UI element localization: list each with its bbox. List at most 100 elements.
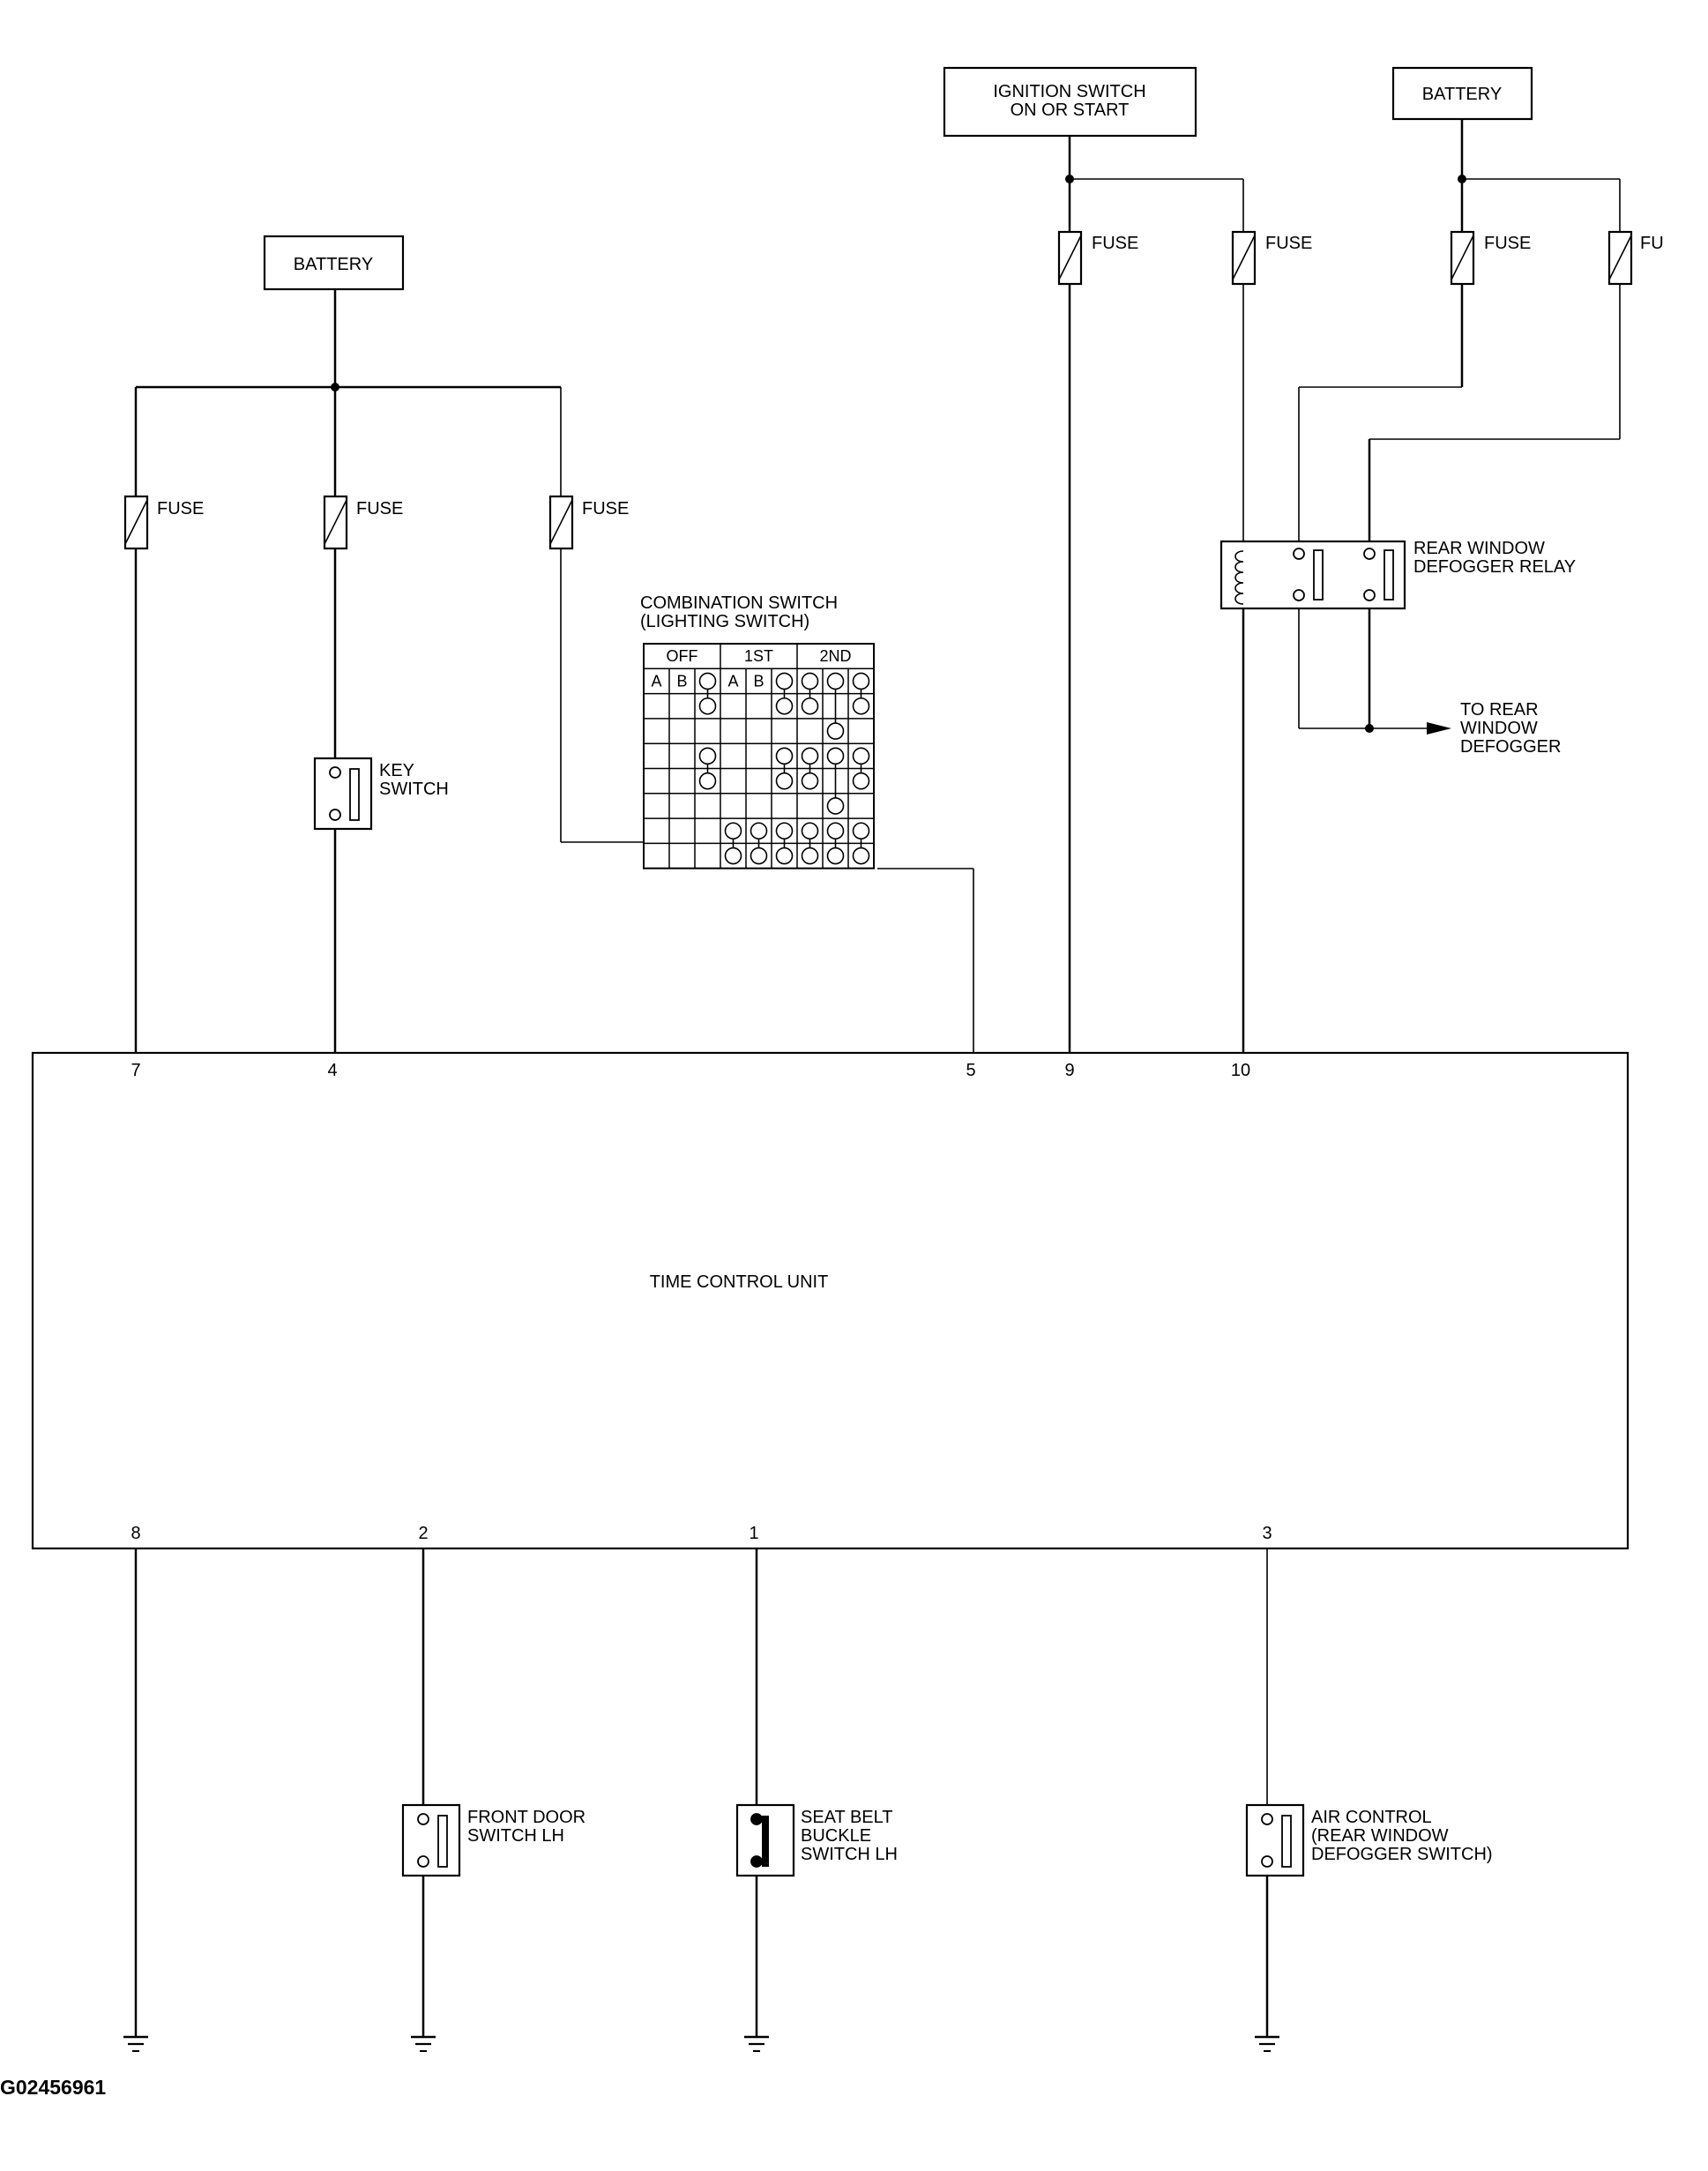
right-battery-wiring xyxy=(1298,119,1621,735)
fuse-pin10: FUSE xyxy=(1231,230,1312,286)
fuse-label: FUSE xyxy=(582,499,629,519)
arrow-icon xyxy=(1427,722,1451,735)
front-door-switch-lh: FRONT DOOR SWITCH LH xyxy=(401,1803,585,1877)
fuse-label: FUSE xyxy=(356,499,403,519)
ground-icon xyxy=(123,2035,148,2052)
contact-circle xyxy=(801,772,819,790)
contact-circle xyxy=(698,772,717,790)
fuse-pin7: FUSE xyxy=(123,495,204,550)
ignition-switch-source: IGNITION SWITCH ON OR START xyxy=(943,66,1197,138)
contact-circle xyxy=(724,822,742,840)
contact-circle xyxy=(698,747,717,765)
battery-right-source: BATTERY xyxy=(1391,66,1533,121)
contact-circle xyxy=(852,822,870,840)
bottom-wiring xyxy=(134,1548,1269,2037)
pin-10-label: 10 xyxy=(1231,1061,1250,1080)
contact-circle xyxy=(775,822,794,840)
position-header: OFF xyxy=(667,647,698,665)
fuse-label: FUSE xyxy=(1265,234,1312,253)
ground-icon xyxy=(744,2035,769,2052)
column-header: B xyxy=(753,672,764,690)
contact-circle xyxy=(775,847,794,865)
contact-circle xyxy=(698,697,717,715)
contact-circle xyxy=(801,697,819,715)
ignition-label-line1: IGNITION SWITCH xyxy=(993,82,1145,101)
rear-window-defogger-relay: REAR WINDOW DEFOGGER RELAY xyxy=(1219,539,1576,610)
fuse-combination-switch: FUSE xyxy=(548,495,629,550)
junction-dot xyxy=(1365,724,1374,733)
contact-circle xyxy=(852,697,870,715)
front-door-switch-label-line2: SWITCH LH xyxy=(467,1826,564,1846)
ground-icon xyxy=(1255,2035,1279,2052)
contact-circle xyxy=(826,797,845,815)
pin-1-label: 1 xyxy=(749,1524,758,1543)
contact-circle xyxy=(852,847,870,865)
front-door-switch-label-line1: FRONT DOOR xyxy=(467,1808,585,1827)
contact-circle xyxy=(801,847,819,865)
contact-circle xyxy=(826,747,845,765)
contact-circle xyxy=(826,822,845,840)
contact-circle xyxy=(698,672,717,690)
position-header: 2ND xyxy=(819,647,851,665)
position-header: 1ST xyxy=(744,647,773,665)
contact-circle xyxy=(801,747,819,765)
pin-9-label: 9 xyxy=(1064,1061,1074,1080)
seat-belt-switch-label-line3: SWITCH LH xyxy=(801,1845,898,1864)
key-switch-label-line2: SWITCH xyxy=(379,780,449,799)
to-defogger-line3: DEFOGGER xyxy=(1460,737,1561,757)
ignition-label-line2: ON OR START xyxy=(1011,101,1130,120)
relay-coil-icon xyxy=(1234,550,1244,605)
time-control-unit: TIME CONTROL UNIT 7 4 5 9 10 8 2 1 3 xyxy=(31,1051,1630,1550)
contact-circle xyxy=(775,672,794,690)
combination-switch-title-line1: COMBINATION SWITCH xyxy=(640,593,838,613)
pin-8-label: 8 xyxy=(131,1524,140,1543)
fuse-label: FUSE xyxy=(157,499,204,519)
air-control-label-line3: DEFOGGER SWITCH) xyxy=(1311,1845,1493,1864)
seat-belt-switch-label-line2: BUCKLE xyxy=(801,1826,871,1846)
contact-circle xyxy=(852,747,870,765)
column-header: A xyxy=(651,672,661,690)
fuse-label-clipped: FU xyxy=(1640,234,1664,253)
contact-circle xyxy=(852,772,870,790)
time-control-unit-label: TIME CONTROL UNIT xyxy=(650,1272,829,1292)
pin-7-label: 7 xyxy=(131,1061,140,1080)
contact-circle xyxy=(775,772,794,790)
pin-3-label: 3 xyxy=(1262,1524,1272,1543)
fuse-label: FUSE xyxy=(1484,234,1531,253)
key-switch-label-line1: KEY xyxy=(379,761,414,780)
fuse-pin4: FUSE xyxy=(323,495,403,550)
left-battery-wiring xyxy=(134,289,974,1053)
contact-circle xyxy=(750,847,768,865)
ignition-wiring xyxy=(1065,136,1245,1053)
air-control-label-line1: AIR CONTROL xyxy=(1311,1808,1432,1827)
fuse-pin9: FUSE xyxy=(1057,230,1138,286)
pin-2-label: 2 xyxy=(418,1524,428,1543)
key-switch: KEY SWITCH xyxy=(313,757,449,831)
to-defogger-line1: TO REAR xyxy=(1460,700,1539,720)
contact-circle xyxy=(852,672,870,690)
fuse-label: FUSE xyxy=(1092,234,1138,253)
fuse-relay-right: FU xyxy=(1607,230,1664,286)
contact-circle xyxy=(750,822,768,840)
combination-switch-grid: OFF1ST2NDABCABCABC xyxy=(643,643,875,869)
seat-belt-buckle-switch-lh: SEAT BELT BUCKLE SWITCH LH xyxy=(735,1803,898,1877)
grounds xyxy=(123,2035,1279,2052)
contact-circle xyxy=(826,722,845,740)
contact-circle xyxy=(826,847,845,865)
battery-left-source: BATTERY xyxy=(263,235,405,291)
relay-label-line2: DEFOGGER RELAY xyxy=(1413,557,1576,577)
battery-left-label: BATTERY xyxy=(294,255,373,274)
seat-belt-switch-label-line1: SEAT BELT xyxy=(801,1808,892,1827)
battery-right-label: BATTERY xyxy=(1422,85,1502,104)
contact-circle xyxy=(775,747,794,765)
combination-switch: COMBINATION SWITCH (LIGHTING SWITCH) OFF… xyxy=(640,593,875,869)
column-header: A xyxy=(727,672,738,690)
contact-circle xyxy=(826,672,845,690)
pin-5-label: 5 xyxy=(966,1061,975,1080)
relay-label-line1: REAR WINDOW xyxy=(1413,539,1545,558)
column-header: B xyxy=(676,672,687,690)
contact-circle xyxy=(724,847,742,865)
pin-4-label: 4 xyxy=(327,1061,337,1080)
air-control-switch: AIR CONTROL (REAR WINDOW DEFOGGER SWITCH… xyxy=(1245,1803,1493,1877)
